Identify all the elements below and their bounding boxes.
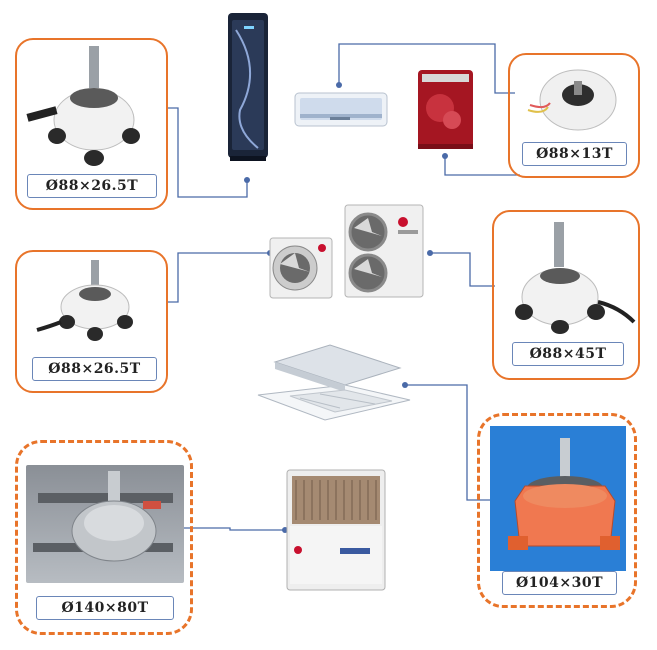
red-dehumidifier-icon xyxy=(418,70,473,149)
vrf-outdoor-unit-icon xyxy=(286,469,386,591)
motor-label: Ø88×26.5T xyxy=(32,357,157,381)
tower-air-conditioner-icon xyxy=(228,13,268,161)
motor-label: Ø104×30T xyxy=(502,571,617,595)
motor-card-4: Ø88×45T xyxy=(492,210,640,380)
motor-card-2: Ø88×13T xyxy=(508,53,640,178)
fan-motor-icon xyxy=(527,69,617,131)
fan-motor-icon xyxy=(515,222,636,334)
outdoor-unit-single-fan-icon xyxy=(269,237,333,299)
fan-motor-icon xyxy=(36,260,133,341)
fan-motor-icon xyxy=(508,438,620,550)
fan-motor-icon xyxy=(26,46,140,166)
motor-label: Ø88×13T xyxy=(522,142,627,166)
split-wall-air-conditioner-icon xyxy=(294,92,388,127)
motor-card-6: Ø104×30T xyxy=(477,413,637,608)
motor-card-5: Ø140×80T xyxy=(15,440,193,635)
motor-label: Ø140×80T xyxy=(36,596,174,620)
motor-label: Ø88×26.5T xyxy=(27,174,157,198)
ceiling-cassette-unit-icon xyxy=(257,344,411,421)
motor-card-1: Ø88×26.5T xyxy=(15,38,168,210)
motor-label: Ø88×45T xyxy=(512,342,624,366)
motor-card-3: Ø88×26.5T xyxy=(15,250,168,393)
fan-motor-icon xyxy=(33,471,173,562)
outdoor-unit-double-fan-icon xyxy=(344,204,424,298)
